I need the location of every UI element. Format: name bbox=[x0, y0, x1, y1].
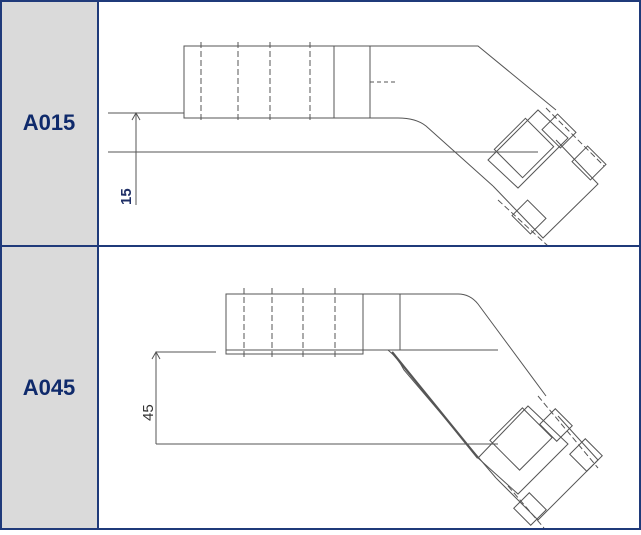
dimension-label: 15 bbox=[118, 188, 135, 205]
holder-drawing-a015: 15 bbox=[108, 42, 607, 247]
drawing-cell: 15 bbox=[98, 0, 641, 247]
drawing-cell: 45 bbox=[98, 246, 641, 530]
holder-drawing-a045: 45 bbox=[140, 288, 603, 529]
part-code-label: A045 bbox=[22, 375, 76, 400]
holder-body-shape bbox=[225, 293, 364, 355]
row-label-cell: A015 bbox=[0, 0, 98, 246]
dimension-label: 45 bbox=[140, 404, 157, 421]
part-code-label: A015 bbox=[22, 110, 76, 135]
table-row-a045: A045 bbox=[0, 246, 641, 530]
table-row-a015: A015 bbox=[0, 0, 641, 247]
holder-body-shape bbox=[183, 45, 371, 119]
row-label-cell: A045 bbox=[0, 246, 98, 530]
